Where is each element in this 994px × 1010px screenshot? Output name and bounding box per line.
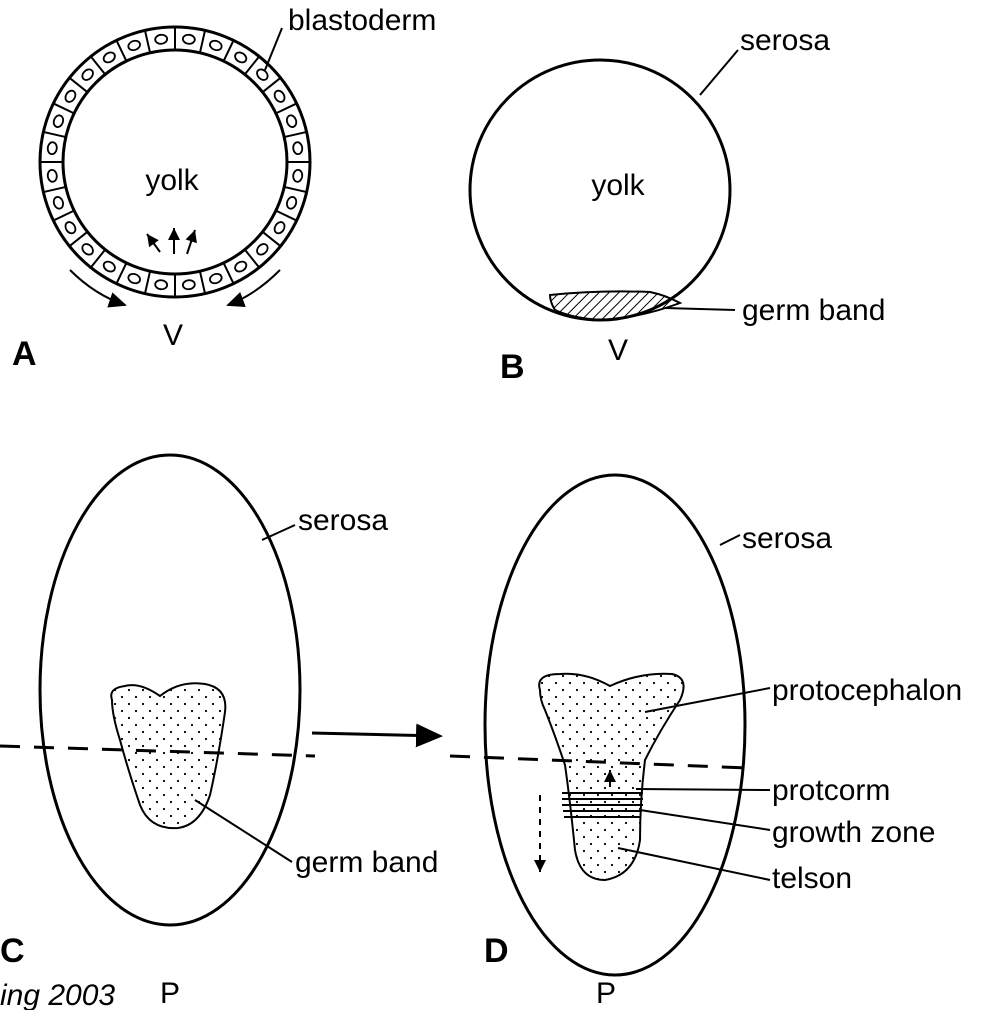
- cell-nucleus: [293, 169, 303, 182]
- posterior-label-c: P: [160, 977, 180, 1010]
- cell-nucleus: [255, 67, 270, 82]
- cell-nucleus: [155, 34, 168, 44]
- germ-band-label-c: germ band: [295, 846, 438, 879]
- cell-nucleus: [209, 39, 223, 51]
- cell-nucleus: [80, 67, 95, 82]
- cell-wall: [116, 263, 126, 284]
- transition-arrow: [312, 733, 440, 736]
- cell-nucleus: [182, 280, 195, 290]
- cell-wall: [200, 271, 205, 293]
- germ-band-patch-b: [550, 291, 680, 320]
- cell-wall: [145, 30, 150, 52]
- panel-a: yolk blastoderm V A: [12, 4, 436, 373]
- cell-wall: [276, 103, 297, 113]
- germ-band-d: [539, 674, 683, 880]
- serosa-label-c: serosa: [298, 504, 388, 537]
- panel-c: serosa germ band C P: [0, 455, 438, 1010]
- cell-nucleus: [52, 196, 64, 210]
- blastoderm-leader-line: [265, 28, 282, 70]
- panel-d: serosa protocephalon protcorm growth zon…: [450, 475, 962, 1010]
- blastoderm-outer-circle: [40, 27, 310, 297]
- growth-zone-label: growth zone: [772, 816, 935, 849]
- cell-nucleus: [233, 260, 248, 274]
- posterior-label-d: P: [596, 977, 616, 1010]
- cell-wall: [53, 103, 74, 113]
- citation-text: ing 2003: [0, 979, 115, 1010]
- cell-nucleus: [127, 39, 141, 51]
- protocorm-label: protcorm: [772, 774, 890, 807]
- telson-label: telson: [772, 862, 852, 895]
- cell-nucleus: [285, 114, 297, 128]
- yolk-label-b: yolk: [591, 169, 645, 202]
- panel-letter-a: A: [12, 335, 37, 373]
- germ-band-label-b: germ band: [742, 294, 885, 327]
- ventral-label-a: V: [163, 319, 183, 352]
- panel-letter-d: D: [484, 932, 509, 970]
- cell-nucleus: [293, 142, 303, 155]
- germ-band-leader-line-c: [195, 800, 292, 862]
- inward-arrow-left: [147, 234, 160, 252]
- panel-letter-c: C: [0, 932, 25, 970]
- cell-wall: [43, 132, 65, 137]
- cell-nucleus: [155, 280, 168, 290]
- cell-wall: [116, 40, 126, 61]
- cell-nucleus: [127, 272, 141, 284]
- telson-leader-line: [618, 848, 770, 880]
- yolk-label-a: yolk: [145, 164, 199, 197]
- inward-arrow-right: [187, 230, 195, 254]
- cell-nucleus: [285, 196, 297, 210]
- serosa-leader-line-b: [700, 50, 738, 95]
- cell-nucleus: [273, 220, 287, 235]
- cell-wall: [284, 187, 306, 192]
- cell-wall: [200, 30, 205, 52]
- blastoderm-label: blastoderm: [288, 4, 436, 37]
- protocephalon-label: protocephalon: [772, 674, 962, 707]
- serosa-label-d: serosa: [742, 522, 832, 555]
- cell-wall: [284, 132, 306, 137]
- cell-nucleus: [273, 89, 287, 104]
- cell-nucleus: [233, 50, 248, 64]
- panel-b: yolk serosa germ band V B: [470, 24, 885, 386]
- cell-nucleus: [52, 114, 64, 128]
- growth-zone-leader-line: [640, 810, 770, 830]
- cell-wall: [145, 271, 150, 293]
- cell-nucleus: [63, 89, 77, 104]
- germ-band-leader-line-b: [665, 308, 735, 310]
- curved-arrow-right: [228, 270, 280, 305]
- protocorm-leader-line: [636, 789, 770, 790]
- cell-nucleus: [209, 272, 223, 284]
- cell-nucleus: [63, 220, 77, 235]
- cell-nucleus: [47, 142, 57, 155]
- ventral-label-b: V: [608, 334, 628, 367]
- panel-letter-b: B: [500, 348, 525, 386]
- cell-nucleus: [80, 242, 95, 257]
- cell-wall: [224, 263, 234, 284]
- serosa-label-b: serosa: [740, 24, 830, 57]
- serosa-leader-line-d: [720, 535, 740, 545]
- cell-nucleus: [102, 50, 117, 64]
- cell-wall: [276, 211, 297, 221]
- cell-wall: [43, 187, 65, 192]
- germ-band-c: [111, 683, 225, 828]
- cell-nucleus: [102, 260, 117, 274]
- cell-nucleus: [47, 169, 57, 182]
- cell-nucleus: [255, 242, 270, 257]
- cell-wall: [224, 40, 234, 61]
- cell-wall: [53, 211, 74, 221]
- curved-arrow-left: [70, 270, 125, 305]
- cell-nucleus: [182, 34, 195, 44]
